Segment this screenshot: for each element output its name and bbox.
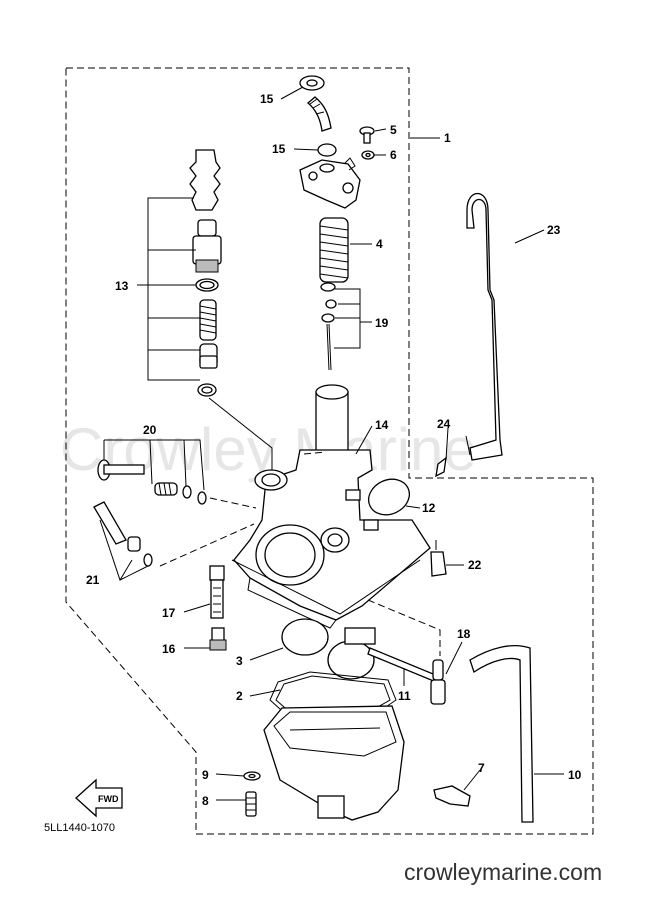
chamber-washer — [243, 771, 261, 781]
leader-lines — [137, 86, 564, 801]
callout-22: 22 — [468, 558, 482, 572]
callout-7: 7 — [478, 761, 485, 775]
overflow-hose-10 — [469, 645, 534, 823]
float-pin — [367, 647, 439, 683]
needle-set — [320, 282, 337, 371]
callout-1: 1 — [444, 131, 451, 145]
callout-6: 6 — [390, 148, 397, 162]
starter-spring — [199, 299, 217, 341]
leader-13-to-body — [208, 397, 273, 470]
callout-9: 9 — [202, 768, 209, 782]
clip-24 — [435, 456, 447, 478]
float-chamber — [263, 705, 405, 821]
pilot-washer — [182, 485, 192, 499]
o-ring-12 — [368, 478, 410, 516]
callout-14: 14 — [375, 418, 389, 432]
callout-4: 4 — [376, 237, 383, 251]
cap-22 — [430, 540, 447, 577]
cap-washer — [361, 150, 375, 160]
callout-5: 5 — [390, 123, 397, 137]
callout-bracket-21 — [99, 519, 149, 582]
cap-screw — [359, 126, 375, 144]
fwd-arrow-icon: FWD — [75, 778, 123, 818]
mixing-chamber-cap — [299, 143, 361, 209]
pilot-spring — [154, 482, 178, 496]
callout-bracket-20 — [103, 439, 205, 491]
body-hidden-line — [303, 451, 327, 455]
starter-plunger — [199, 343, 218, 369]
callout-8: 8 — [202, 794, 209, 808]
leader-18-to-body — [367, 599, 441, 656]
main-jet — [209, 627, 227, 651]
callout-3: 3 — [236, 654, 243, 668]
callout-13: 13 — [115, 279, 129, 293]
leader-20-to-body — [209, 497, 257, 509]
stop-screw-spring — [127, 536, 141, 552]
float — [281, 618, 376, 680]
callout-15: 15 — [260, 92, 274, 106]
joint-pipe — [299, 75, 332, 132]
brand-url: crowleymarine.com — [404, 859, 602, 885]
cable-adjuster — [192, 219, 222, 273]
carburetor-body — [231, 384, 431, 629]
throttle-stop-screw — [93, 501, 127, 545]
callout-24: 24 — [437, 417, 451, 431]
callout-10: 10 — [568, 768, 582, 782]
pilot-screw — [97, 459, 145, 481]
callout-19: 19 — [375, 316, 389, 330]
stack-o-ring-bottom — [197, 383, 217, 397]
cap-dash-mark — [344, 157, 356, 171]
callout-12: 12 — [422, 501, 436, 515]
diagram-code: 5LL1440-1070 — [44, 822, 115, 834]
assembly-boundary — [65, 67, 594, 835]
vent-hose-23 — [465, 193, 503, 461]
throttle-cable-boot — [189, 149, 221, 211]
pilot-o-ring — [197, 491, 207, 505]
callout-23: 23 — [547, 223, 561, 237]
fwd-label: FWD — [98, 794, 119, 804]
callout-15: 15 — [272, 142, 286, 156]
callout-16: 16 — [162, 642, 176, 656]
chamber-screw — [245, 791, 257, 817]
leader-21-to-body — [159, 523, 255, 567]
needle-valve — [430, 659, 446, 705]
stack-o-ring-top — [195, 278, 219, 292]
throttle-spring — [319, 217, 349, 283]
callout-20: 20 — [143, 423, 157, 437]
callout-2: 2 — [236, 689, 243, 703]
drain-screw — [433, 785, 471, 807]
callout-bracket-13 — [147, 197, 200, 381]
callout-18: 18 — [457, 627, 471, 641]
callout-21: 21 — [86, 573, 100, 587]
callout-17: 17 — [162, 606, 176, 620]
stop-screw-washer — [143, 553, 153, 567]
needle-jet — [209, 565, 225, 619]
callout-11: 11 — [398, 689, 411, 703]
